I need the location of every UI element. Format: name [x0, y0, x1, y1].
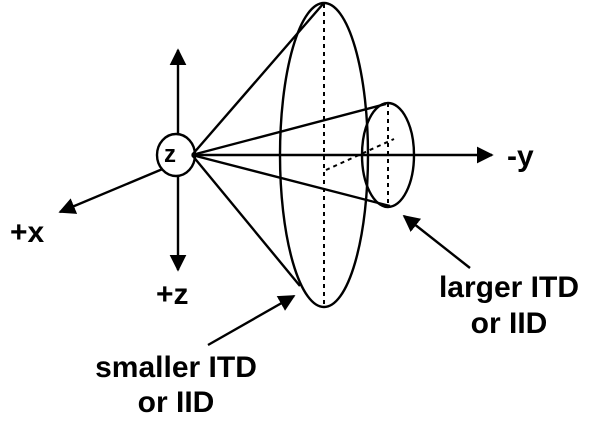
- smaller-itd-line2: or IID: [138, 386, 215, 419]
- larger-itd-line1: larger ITD: [439, 271, 579, 304]
- larger-itd-pointer: [402, 214, 471, 269]
- large-cone-bottom-edge: [191, 154, 301, 287]
- larger-itd-line2: or IID: [471, 307, 548, 340]
- y-axis-label: -y: [507, 140, 534, 173]
- head-label: z: [164, 141, 176, 168]
- large-cone-base: [278, 1, 370, 309]
- smaller-itd-pointer: [207, 294, 296, 347]
- small-cone-bottom-edge: [191, 153, 391, 208]
- x-axis-arrow: [58, 166, 166, 214]
- head-circle: [155, 132, 197, 178]
- smaller-itd-line1: smaller ITD: [95, 351, 257, 384]
- x-axis-label: +x: [10, 216, 45, 249]
- small-cone-top-edge: [191, 102, 387, 157]
- z-axis-label: +z: [156, 278, 189, 311]
- large-cone-top-edge: [191, 3, 324, 156]
